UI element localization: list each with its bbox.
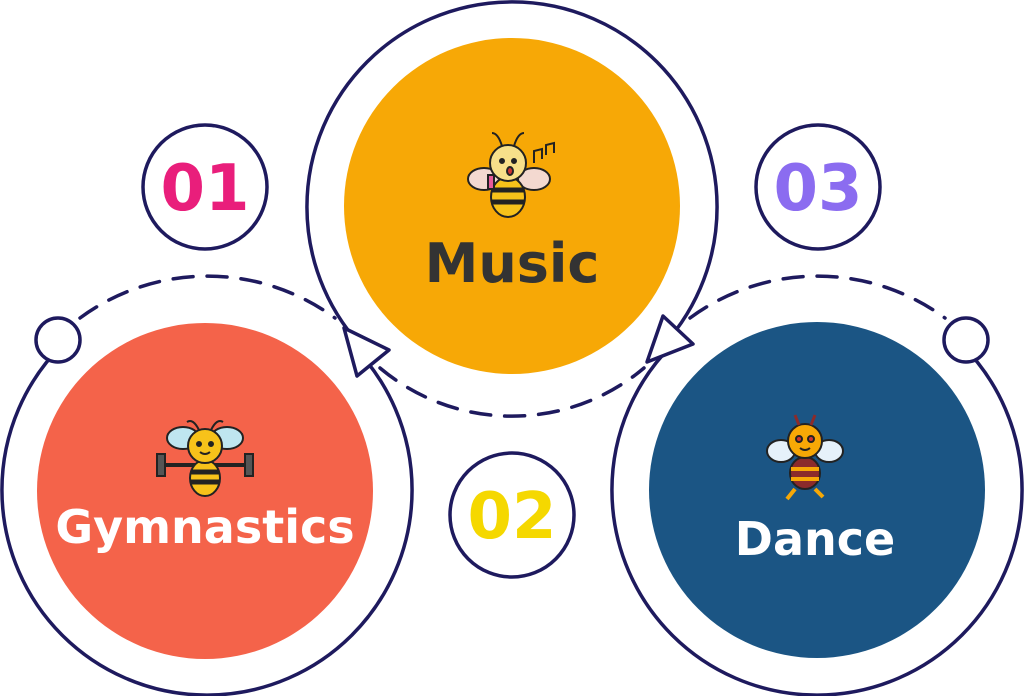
dance-dashed-arc xyxy=(688,274,947,320)
gymnastics-dashed-arc xyxy=(78,274,337,320)
number-03: 03 xyxy=(773,152,862,226)
number-badge-01 xyxy=(141,123,269,251)
dance-label: Dance xyxy=(735,512,895,566)
number-badge-02 xyxy=(448,451,576,579)
arrow-icon xyxy=(645,314,695,364)
number-02: 02 xyxy=(467,480,556,554)
gymnastics-label: Gymnastics xyxy=(55,500,354,554)
connector-dot xyxy=(942,316,990,364)
number-01: 01 xyxy=(160,152,249,226)
connector-dot xyxy=(34,316,82,364)
bee-weightlifting-icon xyxy=(156,420,254,497)
arrow-icon xyxy=(342,326,391,378)
music-dashed-arc xyxy=(378,366,646,418)
bee-dancing-icon xyxy=(766,414,844,501)
bee-singing-icon xyxy=(467,132,555,218)
number-badge-03 xyxy=(754,123,882,251)
music-outline-arc xyxy=(305,0,719,354)
dance-outline-arc xyxy=(610,343,1024,696)
music-label: Music xyxy=(425,232,600,295)
gymnastics-outline-arc xyxy=(0,343,414,696)
